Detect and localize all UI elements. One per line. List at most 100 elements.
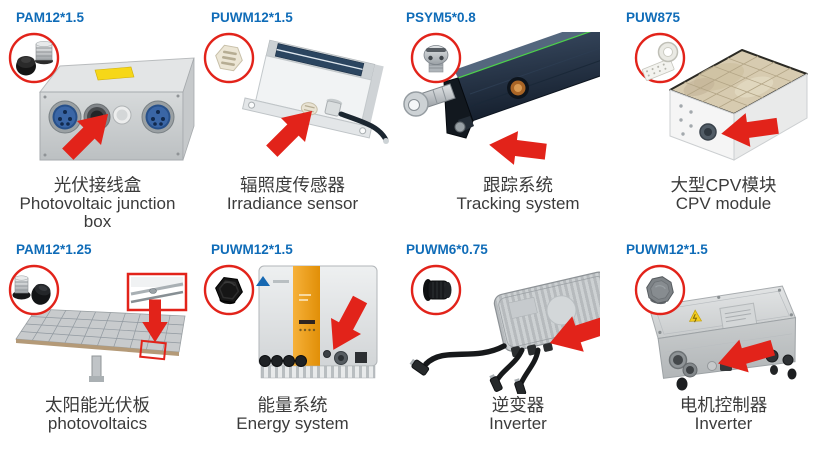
part-number: PUWM12*1.5 [626, 242, 708, 257]
cable-gland [324, 100, 341, 117]
gray-vent-plug-icon [645, 276, 674, 305]
product-caption: 光伏接线盒 Photovoltaic junction box [0, 176, 195, 232]
product-name-en: photovoltaics [47, 413, 148, 433]
junction-box-illustration [8, 32, 195, 161]
product-caption: 电机控制器 Inverter [610, 396, 837, 433]
product-name-en: Inverter [489, 413, 547, 433]
highlight-arrow-icon [61, 113, 108, 160]
connector-detail-badge [8, 264, 59, 316]
vent-membrane-roll-icon [641, 41, 678, 81]
product-name-zh: 电机控制器 [679, 395, 768, 415]
blue-connector-left [48, 100, 81, 134]
product-name-en: Photovoltaic junction box [19, 193, 176, 231]
product-caption: 跟踪系统 Tracking system [390, 176, 610, 213]
vent-screw-location [454, 121, 466, 133]
highlight-rectangle [138, 339, 167, 361]
product-name-en: Tracking system [456, 193, 580, 213]
cable-gland-and-plug-icon [15, 41, 53, 76]
vent-port [706, 361, 717, 371]
motor-controller-illustration [634, 264, 796, 391]
tracking-system-illustration [403, 32, 600, 165]
part-number: PAM12*1.25 [16, 242, 92, 257]
product-name-en: Inverter [694, 413, 753, 433]
connector-detail-badge [634, 264, 685, 316]
cable-gland-pair-icon [12, 275, 51, 305]
product-card-micro-inverter: PUWM6*0.75 [390, 232, 610, 450]
cpv-module-illustration [634, 32, 808, 161]
product-caption: 太阳能光伏板 photovoltaics [0, 396, 195, 433]
metal-vent-screw-icon [423, 45, 449, 73]
energy-system-illustration [203, 264, 377, 379]
product-card-motor-controller: PUWM12*1.5 [610, 232, 837, 450]
part-number: PUWM6*0.75 [406, 242, 488, 257]
product-card-photovoltaics: PAM12*1.25 [0, 232, 195, 450]
highlight-arrow-icon [720, 113, 779, 147]
product-name-en: Irradiance sensor [226, 193, 359, 213]
linear-actuator [403, 32, 600, 139]
inverter-body [255, 265, 377, 379]
display [298, 320, 315, 324]
product-name-zh: 太阳能光伏板 [45, 395, 150, 415]
black-vent-plug-icon [214, 276, 243, 305]
part-number: PAM12*1.5 [16, 10, 85, 25]
sensor-cable [338, 111, 388, 143]
inverter-box [493, 271, 600, 358]
product-card-cpv-module: PUW875 [610, 0, 837, 232]
highlight-arrow-icon [717, 339, 775, 373]
product-name-zh: 能量系统 [257, 395, 328, 415]
product-card-junction-box: PAM12*1.5 [0, 0, 195, 232]
product-photo-tracking-system [400, 32, 600, 174]
optical-port [507, 77, 529, 99]
highlight-arrow-icon [265, 110, 312, 157]
product-name-en: CPV module [675, 193, 772, 213]
black-vent-plug-small-icon [423, 279, 452, 301]
brand-logo [255, 276, 270, 286]
product-name-zh: 辐照度传感器 [240, 175, 345, 195]
connector-detail-badge [410, 264, 462, 316]
product-photo-energy-system [193, 264, 393, 394]
beige-vent-plug-icon [214, 44, 243, 72]
connector-detail-badge [8, 32, 59, 84]
product-name-zh: 大型CPV模块 [670, 175, 777, 195]
blue-connector-right [141, 100, 174, 134]
highlight-arrow-icon [330, 295, 367, 350]
cpv-box [668, 49, 808, 161]
product-photo-cpv-module [624, 32, 824, 174]
panel-pole [91, 355, 101, 379]
spec-label [718, 302, 757, 331]
cables [409, 343, 541, 394]
product-card-energy-system: PUWM12*1.5 [195, 232, 390, 450]
yellow-label [94, 66, 134, 81]
product-photo-photovoltaics [0, 264, 198, 394]
product-caption: 大型CPV模块 CPV module [610, 176, 837, 213]
photovoltaics-illustration [8, 264, 187, 382]
junction-box [38, 57, 195, 161]
vent-cap [112, 105, 131, 125]
part-number: PUW875 [626, 10, 681, 25]
connector-detail-badge [410, 32, 462, 84]
part-number: PUWM12*1.5 [211, 10, 293, 25]
connector-detail-badge [203, 32, 254, 84]
product-card-irradiance-sensor: PUWM12*1.5 [195, 0, 390, 232]
round-plate [546, 295, 577, 326]
micro-inverter-illustration [409, 264, 600, 394]
vent-port [322, 350, 331, 358]
part-number: PSYM5*0.8 [406, 10, 476, 25]
part-number: PUWM12*1.5 [211, 242, 293, 257]
product-photo-junction-box [0, 32, 198, 174]
product-name-en: Energy system [236, 413, 349, 433]
product-photo-micro-inverter [400, 264, 600, 394]
orange-stripe [292, 266, 320, 366]
irradiance-sensor-illustration [203, 32, 389, 157]
product-name-zh: 跟踪系统 [483, 175, 553, 195]
highlight-arrow-icon [141, 299, 168, 343]
product-name-zh: 光伏接线盒 [53, 175, 142, 195]
product-photo-irradiance-sensor [193, 32, 393, 174]
highlight-arrow-icon [489, 131, 547, 165]
product-caption: 能量系统 Energy system [195, 396, 390, 433]
product-caption: 辐照度传感器 Irradiance sensor [195, 176, 390, 213]
product-name-zh: 逆变器 [491, 395, 545, 415]
connector-detail-badge [634, 32, 685, 84]
connector-detail-badge [203, 264, 254, 316]
